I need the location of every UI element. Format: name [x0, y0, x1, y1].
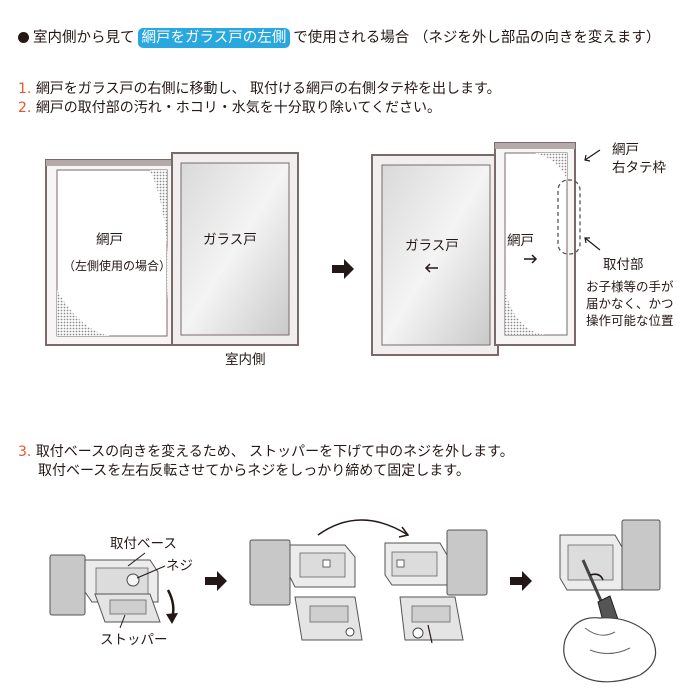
base-leader-line — [127, 552, 146, 567]
glass-door-left — [171, 152, 299, 346]
header-suffix: で使用される場合 （ネジを外し部品の向きを変えます） — [293, 30, 661, 46]
screen-usage-note: （左側使用の場合） — [63, 259, 172, 273]
mount-base-part-1 — [49, 554, 161, 623]
arrow-icon-3 — [510, 571, 532, 591]
screw-leader-line — [136, 565, 166, 579]
arrow-icon — [332, 259, 354, 279]
flip-arrow-icon — [317, 519, 409, 536]
frame-pointer-arrow-icon — [584, 149, 601, 162]
mount-base-part-3 — [384, 529, 488, 644]
mount-area-outline — [557, 179, 581, 255]
header-line: 室内側から見て網戸をガラス戸の左側で使用される場合 （ネジを外し部品の向きを変え… — [18, 28, 660, 48]
step-1-number: 1. — [18, 81, 32, 97]
glass-door-right — [371, 154, 499, 356]
step-1-text: 網戸をガラス戸の右側に移動し、 取付ける網戸の右側タテ枠を出します。 — [35, 81, 501, 97]
step-3-line-2: 取付ベースを左右反転させてからネジをしっかり締めて固定します。 — [38, 463, 470, 479]
hand-icon — [563, 617, 657, 683]
glass-door-label-2: ガラス戸 — [405, 238, 459, 254]
screen-label-2: 網戸 — [507, 233, 534, 249]
header-prefix: 室内側から見て — [33, 30, 135, 46]
frame-label-line-2: 右タテ枠 — [612, 160, 666, 176]
move-left-arrow-icon — [424, 263, 438, 273]
indoor-side-label: 室内側 — [225, 352, 266, 368]
step-3-text: 取付ベースの向きを変えるため、 ストッパーを下げて中のネジを外します。 — [35, 444, 514, 460]
header-highlight: 網戸をガラス戸の左側 — [137, 28, 291, 48]
move-right-arrow-icon — [524, 254, 538, 264]
stopper-leader-line — [119, 614, 126, 629]
note-line-1: お子様等の手が — [586, 279, 674, 294]
arrow-icon-2 — [205, 571, 227, 591]
screen-panel-right — [494, 142, 576, 346]
screw-label: ネジ — [166, 558, 193, 574]
mount-base-label: 取付ベース — [110, 536, 177, 552]
screen-panel-left — [45, 159, 175, 346]
frame-label-line-1: 網戸 — [612, 142, 639, 158]
step-3-number: 3. — [18, 444, 32, 460]
step-1: 1. 網戸をガラス戸の右側に移動し、 取付ける網戸の右側タテ枠を出します。 — [18, 80, 501, 98]
mount-base-part-2 — [249, 539, 363, 641]
step-2-text: 網戸の取付部の汚れ・ホコリ・水気を十分取り除いてください。 — [35, 100, 441, 116]
mount-pointer-arrow-icon — [584, 237, 601, 251]
stopper-label: ストッパー — [100, 632, 168, 648]
step-2-number: 2. — [18, 100, 32, 116]
mount-part-label: 取付部 — [603, 257, 644, 273]
glass-door-label: ガラス戸 — [203, 232, 257, 248]
screen-label: 網戸 — [96, 232, 123, 248]
note-line-3: 操作可能な位置 — [586, 313, 674, 328]
note-line-2: 届かなく、かつ — [586, 296, 674, 311]
mount-base-part-4 — [559, 519, 661, 591]
bullet-icon — [18, 32, 29, 43]
step-2: 2. 網戸の取付部の汚れ・ホコリ・水気を十分取り除いてください。 — [18, 99, 441, 117]
step-3: 3. 取付ベースの向きを変えるため、 ストッパーを下げて中のネジを外します。 — [18, 443, 514, 461]
